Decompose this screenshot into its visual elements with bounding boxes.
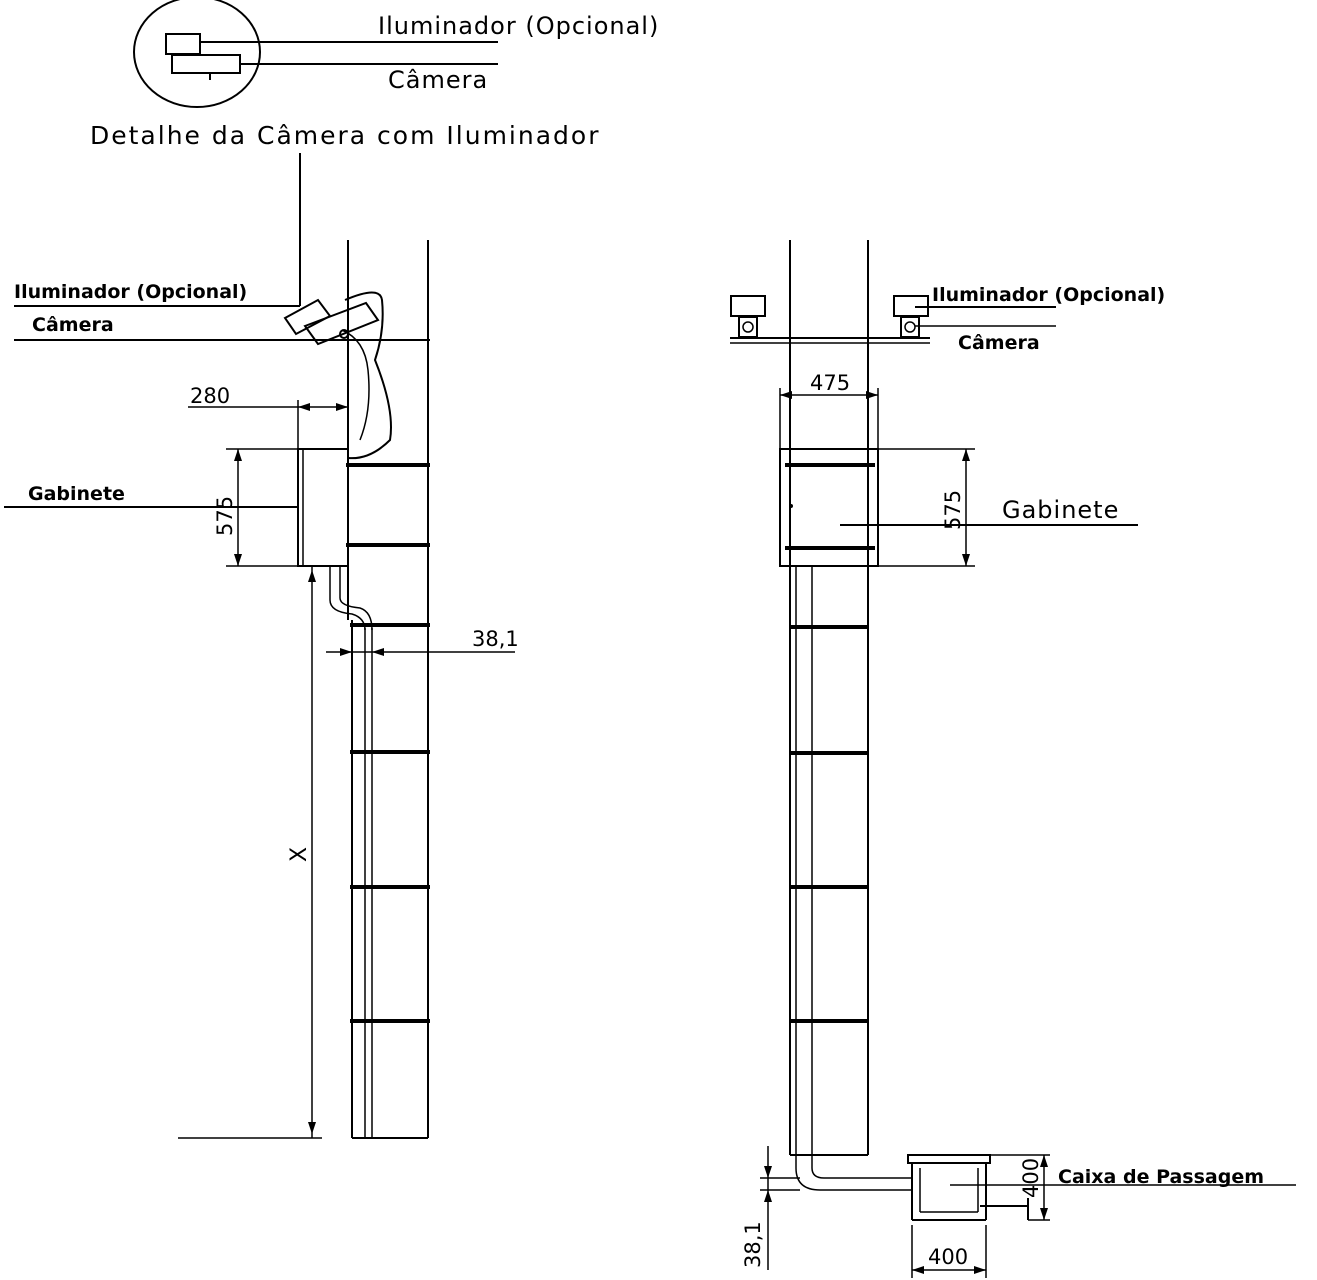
side-camera-label: Câmera [32, 314, 114, 336]
side-cabinet-height-dim: 575 [213, 496, 237, 536]
front-cabinet [779, 448, 879, 567]
detail-camera-icon [165, 33, 241, 80]
side-cabinet-label: Gabinete [28, 483, 125, 505]
front-conduit-dim: 38,1 [741, 1221, 765, 1268]
junction-box [907, 1154, 1029, 1221]
front-camera-label: Câmera [958, 332, 1040, 354]
side-view: Iluminador (Opcional) Câmera 280 575 Gab… [4, 240, 519, 1139]
front-illuminator-label: Iluminador (Opcional) [932, 284, 1165, 306]
front-camera-left-icon [730, 295, 766, 338]
front-cabinet-height-dim: 575 [941, 490, 965, 530]
front-cabinet-label: Gabinete [1002, 496, 1119, 524]
front-box-label: Caixa de Passagem [1058, 1166, 1264, 1188]
front-view: Iluminador (Opcional) Câmera 475 575 Gab… [730, 240, 1296, 1278]
side-offset-dim: 280 [190, 384, 230, 408]
detail-illuminator-label: Iluminador (Opcional) [378, 12, 659, 40]
front-width-dim: 475 [810, 371, 850, 395]
detail-title: Detalhe da Câmera com Iluminador [90, 121, 600, 150]
front-camera-right-icon [893, 295, 929, 338]
camera-detail: Iluminador (Opcional) Câmera Detalhe da … [90, 0, 659, 306]
side-cabinet [297, 448, 349, 567]
side-height-dim: X [287, 847, 312, 862]
detail-camera-label: Câmera [388, 66, 488, 94]
side-illuminator-label: Iluminador (Opcional) [14, 281, 247, 303]
detail-circle [133, 0, 261, 108]
front-box-height-dim: 400 [1019, 1158, 1043, 1198]
side-conduit-dim: 38,1 [472, 627, 519, 651]
front-box-width-dim: 400 [928, 1245, 968, 1269]
